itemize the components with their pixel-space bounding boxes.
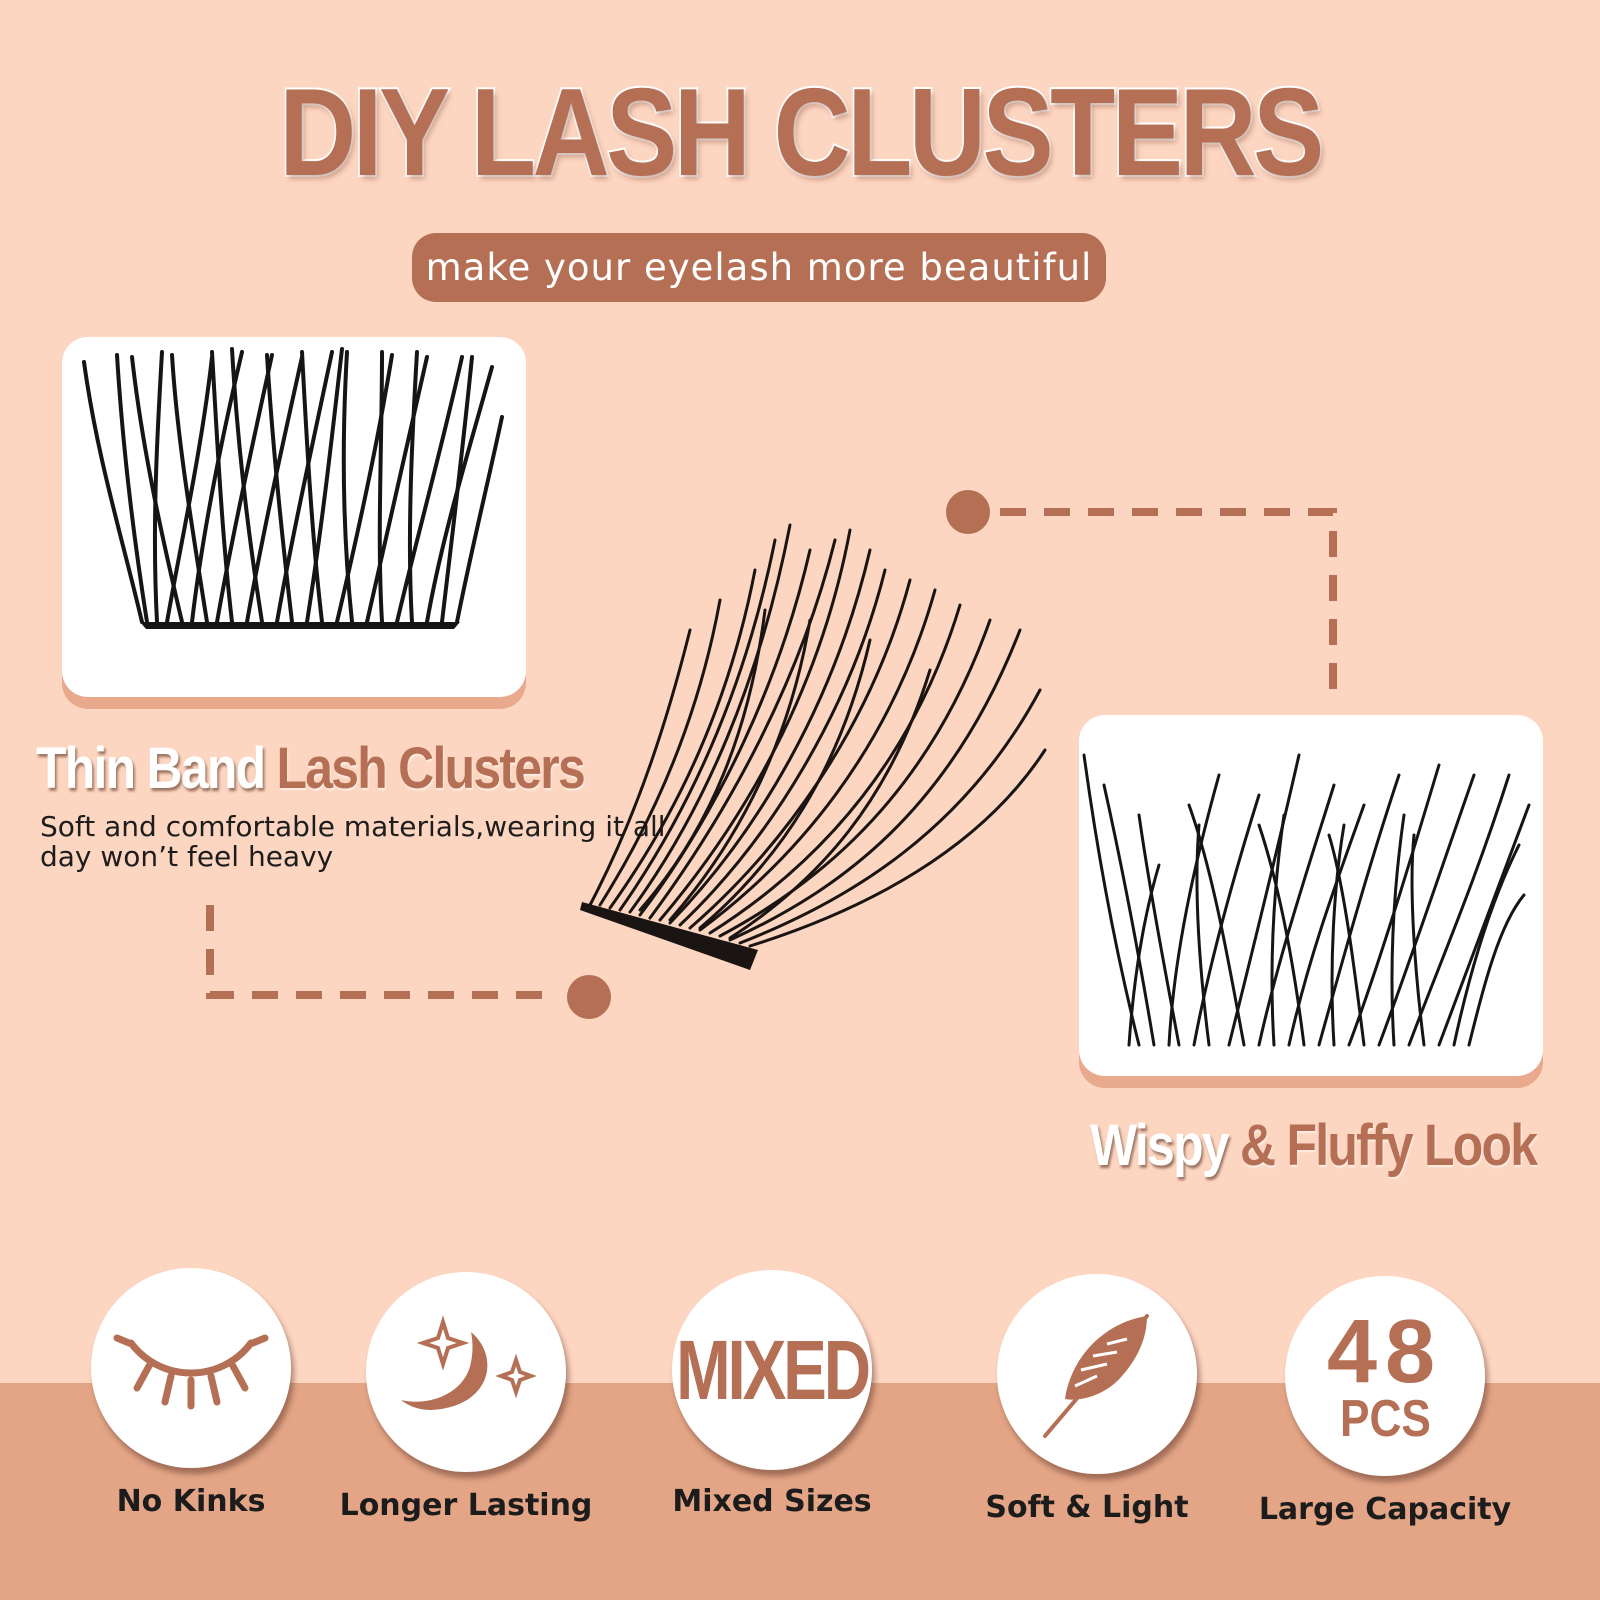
badge-mixed-sizes: MIXED: [672, 1270, 872, 1470]
thin-band-heading: Thin Band Lash Clusters: [36, 735, 586, 802]
lash-cluster-image: [580, 523, 1047, 970]
heading-white-part: Thin Band: [36, 736, 266, 801]
badge-label: Mixed Sizes: [672, 1484, 872, 1519]
mixed-text-icon: MIXED: [676, 1322, 871, 1417]
count-number: 48: [1326, 1302, 1444, 1402]
cluster-band: [580, 902, 758, 970]
wispy-photo: [1079, 715, 1543, 1076]
moon-stars-icon: [401, 1315, 537, 1410]
thin-band-photo: [62, 337, 526, 697]
badge-label: No Kinks: [116, 1484, 266, 1519]
heading-brown-part: Lash Clusters: [276, 736, 585, 801]
lash-band: [140, 622, 460, 629]
thin-band-description: Soft and comfortable materials,wearing i…: [40, 810, 666, 873]
subtitle-text: make your eyelash more beautiful: [425, 246, 1093, 289]
wispy-lash-image: [1082, 753, 1531, 1047]
subtitle-pill: make your eyelash more beautiful: [412, 233, 1106, 302]
closed-eye-icon: [113, 1334, 269, 1410]
feather-icon: [1043, 1314, 1149, 1438]
count-unit: PCS: [1339, 1390, 1431, 1448]
heading-brown-part: & Fluffy Look: [1240, 1113, 1538, 1178]
thin-band-lash-image: [82, 347, 504, 629]
wispy-heading: Wispy & Fluffy Look: [1090, 1112, 1538, 1179]
page-title: DIY LASH CLUSTERS: [277, 62, 1326, 204]
badge-label: Soft & Light: [985, 1490, 1189, 1525]
badge-soft-light: [997, 1274, 1197, 1474]
badge-no-kinks: [91, 1268, 291, 1468]
badge-label: Longer Lasting: [339, 1488, 593, 1523]
badge-longer-lasting: [366, 1272, 566, 1472]
badge-label: Large Capacity: [1258, 1492, 1512, 1527]
connector-left: [206, 905, 560, 999]
heading-white-part: Wispy: [1090, 1113, 1230, 1178]
badge-large-capacity: 48 PCS: [1285, 1276, 1485, 1476]
